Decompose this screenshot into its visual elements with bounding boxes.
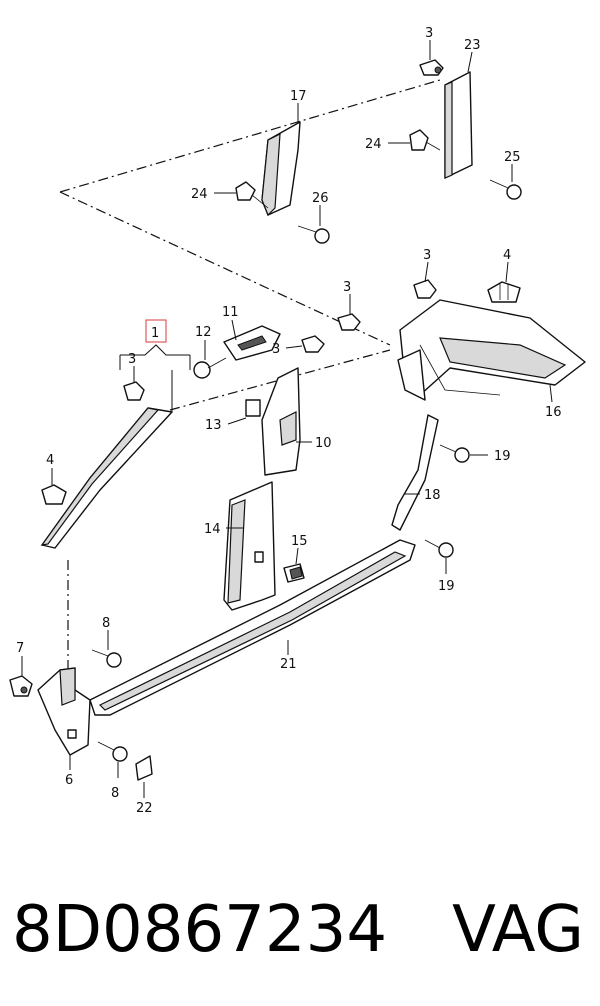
- label-13: 13: [205, 418, 222, 433]
- label-16: 16: [545, 405, 562, 420]
- label-10: 10: [315, 436, 332, 451]
- part-13-clip: 13: [205, 399, 261, 433]
- label-14: 14: [204, 522, 221, 537]
- part-12-screw: 12: [193, 325, 227, 379]
- label-25: 25: [504, 150, 521, 165]
- label-3-quarter: 3: [423, 248, 431, 263]
- label-3-top: 3: [425, 26, 433, 41]
- label-8-upper: 8: [102, 616, 110, 631]
- label-19-upper: 19: [494, 449, 511, 464]
- brand-name: VAG: [452, 893, 584, 967]
- part-21-sill: 21: [89, 539, 416, 716]
- label-26: 26: [312, 191, 329, 206]
- part-6-kick-panel: 6: [37, 667, 91, 788]
- label-24-right: 24: [365, 137, 382, 152]
- part-25-screw: 25: [489, 150, 522, 200]
- part-7-clip: 7: [9, 641, 33, 697]
- part-11-bracket: 11: [222, 305, 281, 361]
- label-3-bracket: 3: [272, 342, 280, 357]
- part-1-a-pillar: 1: [40, 319, 191, 549]
- part-26-screw: 26: [297, 191, 330, 244]
- label-7: 7: [16, 641, 24, 656]
- part-number: 8D0867234: [12, 893, 388, 967]
- label-19-lower: 19: [438, 579, 455, 594]
- label-12: 12: [195, 325, 212, 340]
- part-8-screw-lower: 8: [97, 741, 128, 801]
- part-19-screw-upper: 19: [439, 444, 511, 464]
- label-17: 17: [290, 89, 307, 104]
- part-3-clip-quarter: 3: [413, 248, 437, 299]
- part-17-b-pillar-upper: 17: [261, 89, 307, 217]
- part-4-clip-a-pillar: 4: [41, 453, 67, 505]
- part-3-clip-center: 3: [337, 280, 361, 331]
- part-23-rear-pillar: 23: [444, 38, 481, 179]
- part-15-clip: 15: [283, 534, 308, 583]
- part-8-screw-upper: 8: [91, 616, 122, 668]
- part-19-screw-lower: 19: [424, 539, 455, 594]
- label-22: 22: [136, 801, 153, 816]
- part-10-b-pillar: 10: [261, 367, 332, 476]
- label-23: 23: [464, 38, 481, 53]
- part-3-clip-top: 3: [419, 26, 444, 76]
- part-24-clip-left: 24: [191, 181, 269, 209]
- footer: 8D0867234 VAG: [0, 880, 600, 980]
- label-11: 11: [222, 305, 239, 320]
- part-22-cap: 22: [135, 755, 153, 816]
- label-4-quarter: 4: [503, 248, 511, 263]
- label-15: 15: [291, 534, 308, 549]
- label-8-lower: 8: [111, 786, 119, 801]
- label-21: 21: [280, 657, 297, 672]
- label-18: 18: [424, 488, 441, 503]
- part-3-clip-a-pillar: 3: [123, 352, 145, 401]
- label-24-left: 24: [191, 187, 208, 202]
- part-24-clip-right: 24: [365, 129, 441, 152]
- part-4-clip-quarter: 4: [487, 248, 521, 303]
- part-16-quarter-trim: 16: [397, 299, 586, 420]
- part-3-clip-bracket: 3: [272, 335, 325, 357]
- label-3-center: 3: [343, 280, 351, 295]
- label-4-a-pillar: 4: [46, 453, 54, 468]
- label-1: 1: [151, 326, 159, 341]
- label-3-a-pillar: 3: [128, 352, 136, 367]
- label-6: 6: [65, 773, 73, 788]
- part-18-strip: 18: [391, 414, 441, 531]
- part-14-b-pillar-lower: 14: [204, 481, 276, 611]
- parts-diagram: 23 3 24 25 17 24 26: [9, 26, 586, 816]
